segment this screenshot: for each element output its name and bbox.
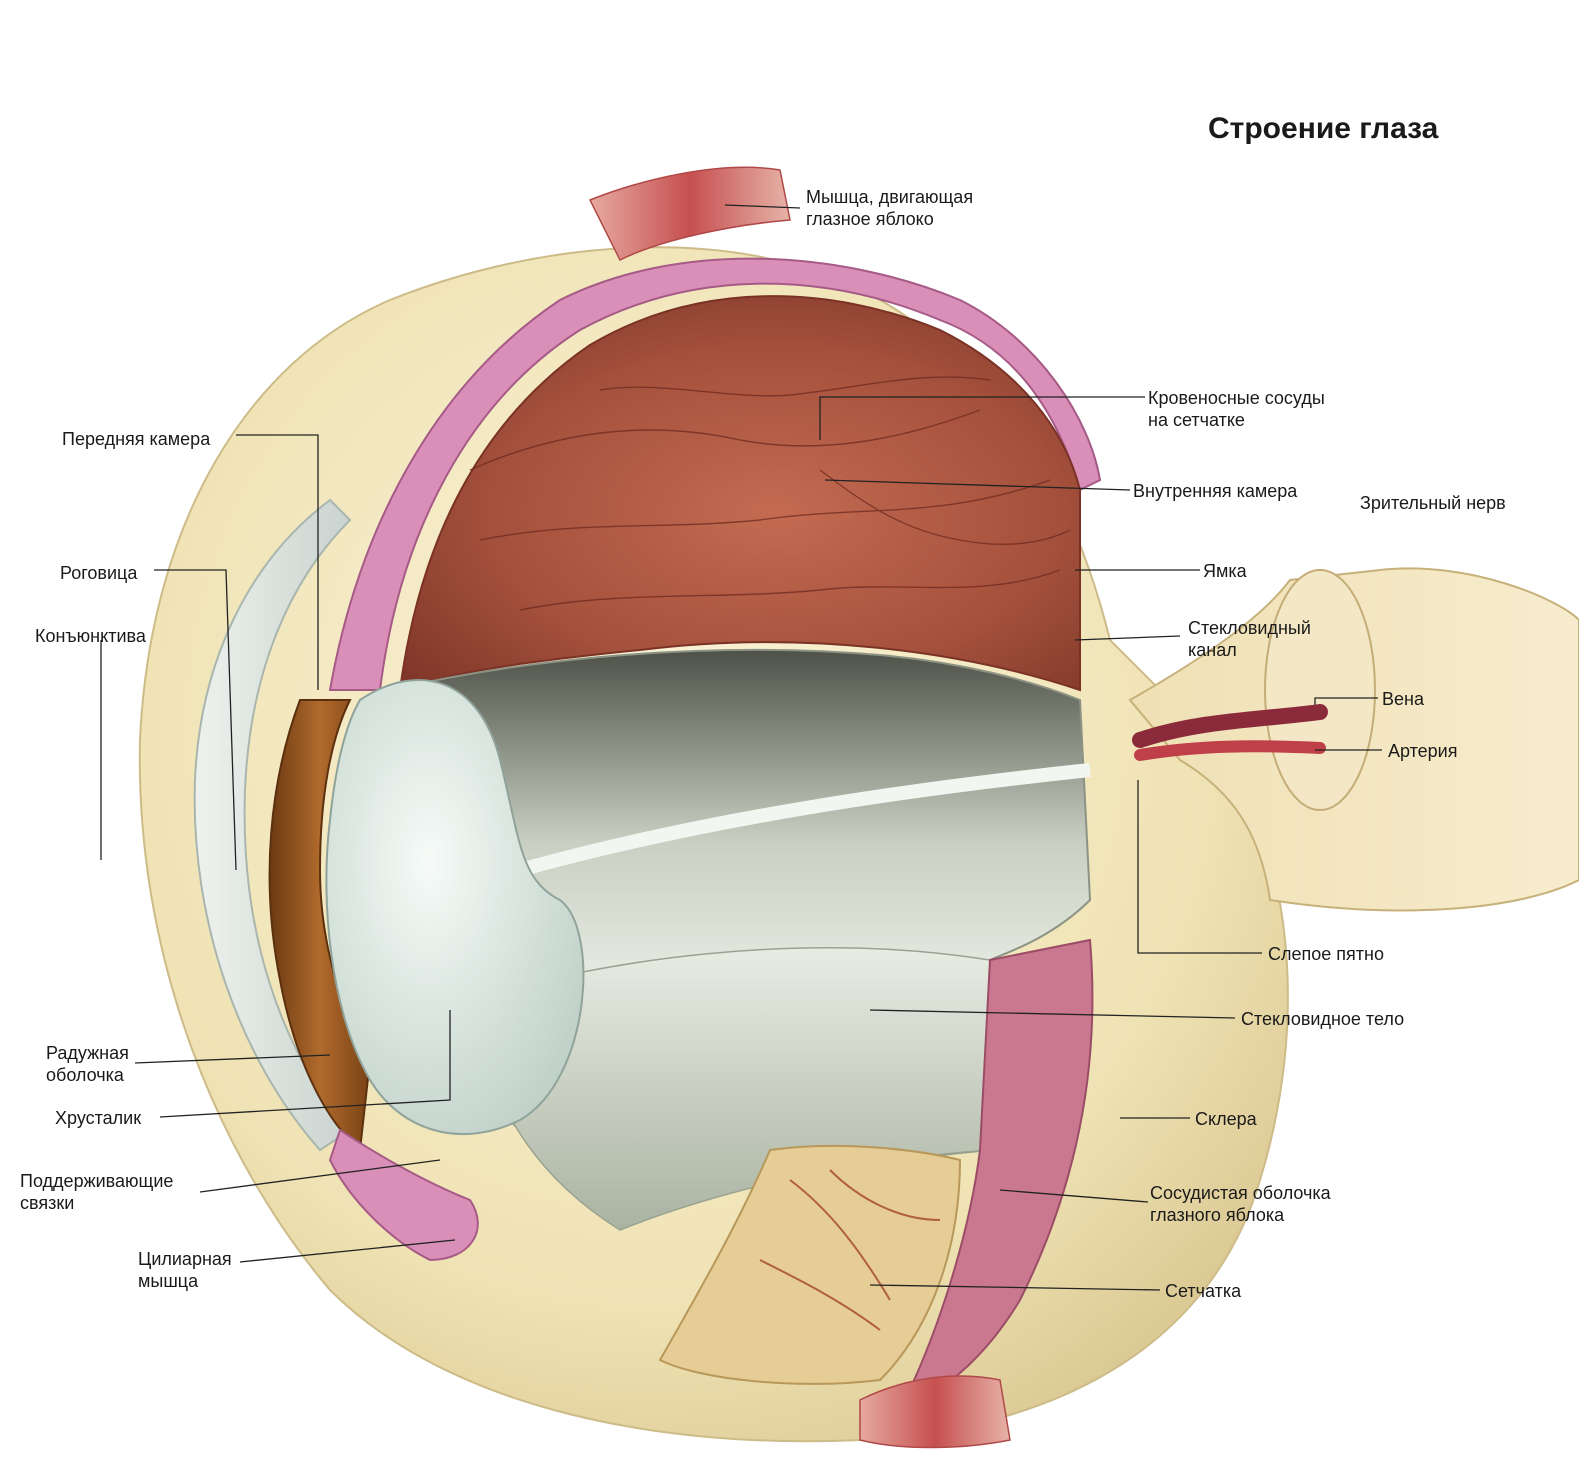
label-muscle-line-1: Мышца, двигающая (806, 187, 974, 207)
label-artery: Артерия (1388, 741, 1458, 761)
label-inner-chamber: Внутренняя камера (1133, 481, 1298, 501)
label-vitreous-canal-line-1: Стекловидный (1188, 618, 1311, 638)
label-anterior-chamber: Передняя камера (62, 429, 211, 449)
label-ciliary-muscle: Цилиарная мышца (138, 1248, 232, 1292)
label-blind-spot: Слепое пятно (1268, 944, 1384, 964)
eye-muscle-top-shape (588, 166, 791, 262)
label-iris-line-2: оболочка (46, 1065, 124, 1085)
label-vitreous-canal: Стекловидный канал (1188, 617, 1311, 661)
label-ligaments-line-2: связки (20, 1193, 75, 1213)
retinal-vein-shape (1132, 704, 1328, 748)
label-iris-line-1: Радужная (46, 1043, 129, 1063)
label-optic-nerve: Зрительный нерв (1360, 493, 1506, 513)
label-ciliary-muscle-line-1: Цилиарная (138, 1249, 232, 1269)
label-fovea: Ямка (1203, 561, 1247, 581)
label-retinal-vessels: Кровеносные сосуды на сетчатке (1148, 387, 1325, 431)
label-retina: Сетчатка (1165, 1281, 1242, 1301)
label-conjunctiva: Конъюнктива (35, 626, 146, 646)
label-retinal-vessels-line-1: Кровеносные сосуды (1148, 388, 1325, 408)
diagram-title: Строение глаза (1208, 112, 1439, 145)
choroid-vessels-drawing (759, 1169, 941, 1331)
label-ligaments: Поддерживающие связки (20, 1170, 173, 1214)
label-vein: Вена (1382, 689, 1424, 709)
label-iris: Радужная оболочка (46, 1042, 129, 1086)
eye-muscle-bottom-shape (859, 1375, 1011, 1449)
label-choroid-line-1: Сосудистая оболочка (1150, 1183, 1331, 1203)
retinal-artery-shape (1134, 740, 1326, 761)
retina-peel-shape (658, 1144, 962, 1385)
vitreous-canal-shape (518, 763, 1091, 877)
label-muscle-line-2: глазное яблоко (806, 209, 934, 229)
choroid-lower-shape (897, 938, 1094, 1412)
label-lens: Хрусталик (55, 1108, 142, 1128)
label-muscle: Мышца, двигающая глазное яблоко (806, 186, 973, 230)
label-cornea: Роговица (60, 563, 138, 583)
label-choroid: Сосудистая оболочка глазного яблока (1150, 1182, 1331, 1226)
retina-inner-shape (398, 295, 1081, 692)
optic-nerve-cut-face (1264, 569, 1376, 811)
label-vitreous-canal-line-2: канал (1188, 640, 1237, 660)
label-ligaments-line-1: Поддерживающие (20, 1171, 174, 1191)
label-ciliary-muscle-line-2: мышца (138, 1271, 199, 1291)
label-sclera: Склера (1195, 1109, 1257, 1129)
label-retinal-vessels-line-2: на сетчатке (1148, 410, 1245, 430)
label-vitreous-body: Стекловидное тело (1241, 1009, 1405, 1029)
label-choroid-line-2: глазного яблока (1150, 1205, 1285, 1225)
